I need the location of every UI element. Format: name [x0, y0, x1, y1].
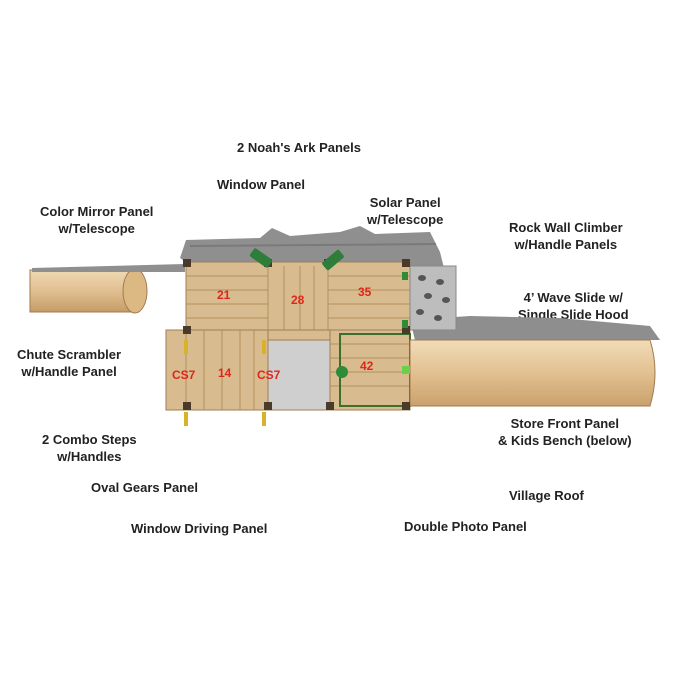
deck-number-21: 21: [217, 288, 231, 302]
combo-step-handle: [184, 340, 188, 354]
label-wave-slide-line1: 4’ Wave Slide w/: [523, 290, 623, 305]
handle-green: [402, 366, 410, 374]
lower-left-deck: [165, 329, 269, 411]
deck-number-14: 14: [218, 366, 232, 380]
label-color-mirror-line2: w/Telescope: [58, 221, 135, 236]
combo-step-label-left: CS7: [172, 368, 196, 382]
label-color-mirror-panel: Color Mirror Panel w/Telescope: [40, 203, 153, 237]
post: [402, 326, 410, 334]
deck-number-28: 28: [291, 293, 305, 307]
label-solar-line1: Solar Panel: [369, 195, 441, 210]
rock-wall-climber: [409, 265, 457, 331]
post: [183, 402, 191, 410]
combo-step-label-right: CS7: [257, 368, 281, 382]
gear-green: [336, 366, 348, 378]
label-solar-line2: w/Telescope: [367, 212, 444, 227]
label-store-front-line2: & Kids Bench (below): [498, 433, 632, 448]
combo-step-handle: [262, 340, 266, 354]
village-roof-ridge: [189, 243, 437, 247]
label-chute-scrambler: Chute Scrambler w/Handle Panel: [17, 346, 121, 380]
label-double-photo: Double Photo Panel: [404, 519, 527, 534]
handle-green: [402, 272, 408, 280]
center-bench: [267, 329, 331, 341]
wave-slide: [409, 339, 656, 407]
label-village-roof: Village Roof: [509, 488, 584, 503]
label-rock-wall-line2: w/Handle Panels: [514, 237, 618, 252]
telescope-left: [249, 248, 273, 268]
label-store-front-line1: Store Front Panel: [510, 416, 619, 431]
label-store-front: Store Front Panel & Kids Bench (below): [498, 415, 632, 449]
village-roof: [180, 226, 444, 268]
label-color-mirror-line1: Color Mirror Panel: [40, 204, 154, 219]
post: [326, 402, 334, 410]
handle-green: [402, 320, 408, 328]
upper-deck: [185, 261, 411, 331]
telescope-right: [322, 249, 344, 271]
combo-step-handle: [262, 412, 266, 426]
deck-number-42: 42: [360, 359, 374, 373]
label-window-panel: Window Panel: [217, 177, 305, 192]
chute-scrambler-end: [122, 268, 148, 314]
label-solar-panel: Solar Panel w/Telescope: [367, 194, 443, 228]
label-combo-steps-line2: w/Handles: [57, 449, 122, 464]
label-combo-steps-line1: 2 Combo Steps: [42, 432, 137, 447]
post: [402, 259, 410, 267]
label-rock-wall-climber: Rock Wall Climber w/Handle Panels: [509, 219, 623, 253]
label-window-driving: Window Driving Panel: [131, 521, 268, 536]
chute-roof-strip: [32, 264, 185, 272]
label-oval-gears: Oval Gears Panel: [91, 480, 198, 495]
wave-slide-hood: [410, 316, 660, 340]
label-chute-line1: Chute Scrambler: [17, 347, 122, 362]
label-noahs-ark-panels: 2 Noah's Ark Panels: [237, 140, 361, 155]
label-chute-line2: w/Handle Panel: [21, 364, 117, 379]
post: [402, 402, 410, 410]
label-rock-wall-line1: Rock Wall Climber: [509, 220, 623, 235]
post: [183, 259, 191, 267]
post: [264, 402, 272, 410]
combo-step-handle: [184, 412, 188, 426]
deck-number-35: 35: [358, 285, 372, 299]
post: [183, 326, 191, 334]
label-combo-steps: 2 Combo Steps w/Handles: [42, 431, 137, 465]
